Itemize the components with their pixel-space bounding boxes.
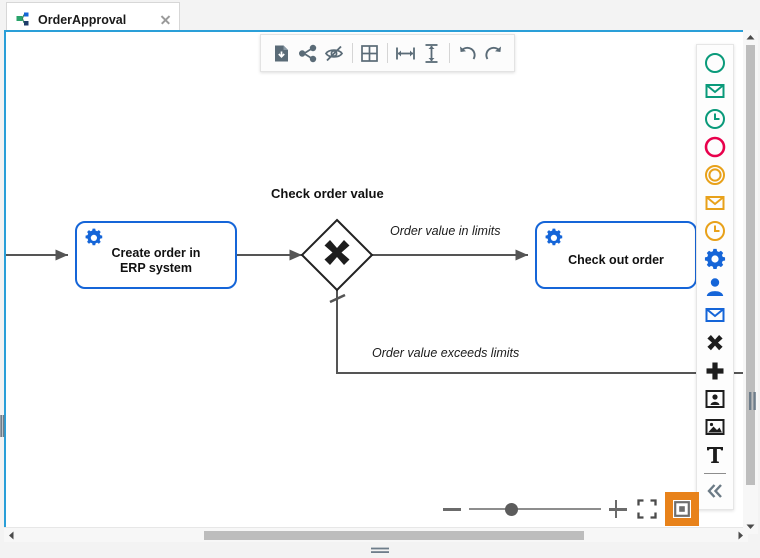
task-create-order bbox=[75, 221, 237, 289]
service-task-gear-icon bbox=[545, 228, 563, 246]
share-icon[interactable] bbox=[296, 39, 321, 67]
align-vertical-icon[interactable] bbox=[419, 39, 444, 67]
reset-view-button[interactable] bbox=[665, 492, 699, 526]
eye-slash-icon[interactable] bbox=[322, 39, 347, 67]
editor-frame: Create order in ERP system Check out ord… bbox=[4, 30, 748, 534]
gateway-label-check-order-value: Check order value bbox=[271, 186, 384, 201]
message-start-event-icon[interactable] bbox=[698, 77, 732, 105]
scroll-left-arrow[interactable] bbox=[4, 528, 19, 543]
horizontal-scrollbar[interactable] bbox=[4, 527, 748, 542]
redo-icon[interactable] bbox=[481, 39, 506, 67]
vertical-scrollbar[interactable] bbox=[743, 30, 758, 534]
intermediate-event-icon[interactable] bbox=[698, 161, 732, 189]
palette-collapse-icon[interactable] bbox=[698, 477, 732, 505]
vertical-splitter-grip[interactable] bbox=[747, 392, 758, 410]
service-task-icon[interactable] bbox=[698, 245, 732, 273]
toolbar-separator-3 bbox=[449, 43, 450, 63]
start-event-icon[interactable] bbox=[698, 49, 732, 77]
grid-icon[interactable] bbox=[358, 39, 383, 67]
timer-intermediate-event-icon[interactable] bbox=[698, 217, 732, 245]
left-splitter-grip[interactable] bbox=[0, 415, 5, 437]
export-icon[interactable] bbox=[269, 39, 294, 67]
scroll-up-arrow[interactable] bbox=[743, 30, 758, 45]
tab-title: OrderApproval bbox=[38, 12, 127, 27]
zoom-in-button[interactable] bbox=[607, 498, 629, 520]
vertical-scroll-thumb[interactable] bbox=[746, 45, 755, 485]
vertical-scroll-rail[interactable] bbox=[743, 45, 758, 519]
toolbar-separator-2 bbox=[387, 43, 388, 63]
default-flow-marker bbox=[329, 293, 346, 304]
text-annotation-icon[interactable] bbox=[698, 441, 732, 469]
fullscreen-icon[interactable] bbox=[635, 497, 659, 521]
service-task-gear-icon bbox=[85, 228, 103, 246]
bpmn-element-palette bbox=[696, 44, 734, 510]
undo-icon[interactable] bbox=[455, 39, 480, 67]
close-icon[interactable] bbox=[157, 12, 173, 28]
align-horizontal-icon[interactable] bbox=[393, 39, 418, 67]
task-check-out-order bbox=[535, 221, 697, 289]
zoom-slider[interactable] bbox=[469, 498, 601, 520]
send-task-icon[interactable] bbox=[698, 301, 732, 329]
diagram-canvas[interactable]: Create order in ERP system Check out ord… bbox=[6, 32, 746, 532]
zoom-slider-thumb[interactable] bbox=[505, 503, 518, 516]
bpmn-diagram: Create order in ERP system Check out ord… bbox=[6, 32, 746, 532]
diagram-node-icon bbox=[16, 12, 31, 27]
diagram-toolbar bbox=[260, 34, 515, 72]
palette-separator bbox=[704, 473, 726, 474]
zoom-slider-track bbox=[469, 508, 601, 510]
zoom-out-button[interactable] bbox=[441, 498, 463, 520]
horizontal-scroll-thumb[interactable] bbox=[204, 530, 584, 540]
user-task-icon[interactable] bbox=[698, 273, 732, 301]
scroll-down-arrow[interactable] bbox=[743, 519, 758, 534]
end-event-icon[interactable] bbox=[698, 133, 732, 161]
bottom-splitter-grip[interactable] bbox=[0, 542, 760, 558]
exclusive-gateway-icon[interactable] bbox=[698, 329, 732, 357]
image-icon[interactable] bbox=[698, 413, 732, 441]
toolbar-separator-1 bbox=[351, 43, 353, 63]
parallel-gateway-icon[interactable] bbox=[698, 357, 732, 385]
flow-label-in-limits: Order value in limits bbox=[390, 224, 501, 238]
exclusive-gateway-check-order-value bbox=[300, 218, 374, 292]
zoom-controls bbox=[441, 492, 716, 526]
sequence-flow-exceeds-limits bbox=[336, 290, 746, 374]
message-intermediate-event-icon[interactable] bbox=[698, 189, 732, 217]
pool-icon[interactable] bbox=[698, 385, 732, 413]
scroll-right-arrow[interactable] bbox=[733, 528, 748, 543]
horizontal-scroll-rail[interactable] bbox=[19, 528, 733, 543]
flow-label-exceeds-limits: Order value exceeds limits bbox=[372, 346, 520, 360]
timer-start-event-icon[interactable] bbox=[698, 105, 732, 133]
gateway-x-marker bbox=[324, 240, 350, 265]
